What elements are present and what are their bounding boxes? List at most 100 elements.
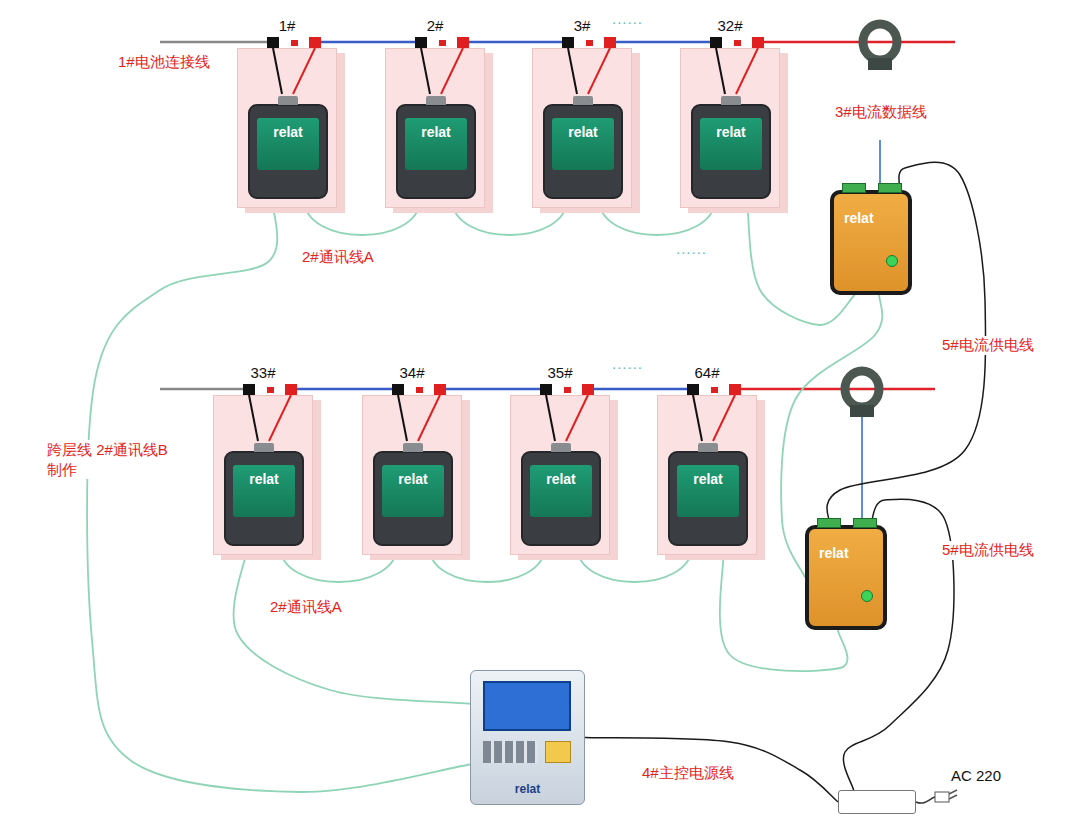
- cable-label: 3#电流数据线: [835, 103, 927, 122]
- cable-label: 2#通讯线A: [268, 598, 344, 617]
- pos-post: [752, 37, 764, 48]
- sense-wire: [546, 395, 555, 441]
- bus-wire: [321, 41, 415, 44]
- cable-label: 4#主控电源线: [640, 764, 736, 783]
- bus-wire: [160, 41, 267, 44]
- brand-logo: relat: [471, 782, 584, 796]
- neg-post: [415, 37, 427, 48]
- sense-wire: [588, 48, 610, 94]
- pos-post: [582, 384, 594, 395]
- current-collector: relat: [830, 190, 912, 295]
- pos-post: [729, 384, 741, 395]
- module-cap: [721, 96, 741, 105]
- cable-label: 2#通讯线A: [300, 248, 376, 267]
- battery-number: 34#: [363, 364, 461, 381]
- battery-number: 35#: [511, 364, 609, 381]
- sense-wire: [566, 395, 588, 441]
- sense-wire: [693, 395, 702, 441]
- power-adapter: AC 220: [838, 790, 916, 814]
- post-mark: [711, 387, 718, 393]
- cable-label: 1#电池连接线: [118, 53, 210, 72]
- neg-post: [243, 384, 255, 395]
- pos-post: [457, 37, 469, 48]
- terminal-block: [817, 518, 841, 528]
- top-bus: [160, 41, 955, 44]
- adapter-plug: [916, 790, 957, 803]
- sense-wire: [273, 48, 282, 94]
- brand-logo: relat: [257, 118, 319, 170]
- sense-wire: [418, 395, 440, 441]
- neg-post: [540, 384, 552, 395]
- battery-cell: 33#relat: [213, 395, 313, 555]
- neg-post: [710, 37, 722, 48]
- monitor-module: relat: [691, 104, 771, 199]
- lcd-screen: [483, 681, 571, 731]
- current-collector: relat: [805, 525, 887, 630]
- supply-label: AC 220: [951, 767, 1001, 784]
- terminal-block: [878, 183, 902, 193]
- monitor-module: relat: [521, 451, 601, 546]
- ellipsis-mark: ......: [612, 355, 643, 372]
- plug-cord: [916, 797, 935, 803]
- sense-wire: [736, 48, 758, 94]
- pos-post: [434, 384, 446, 395]
- sense-wire: [716, 48, 725, 94]
- brand-logo: relat: [405, 118, 467, 170]
- brand-logo: relat: [677, 465, 739, 517]
- neg-post: [392, 384, 404, 395]
- module-cap: [278, 96, 298, 105]
- bus-wire: [616, 41, 710, 44]
- sense-wire: [441, 48, 463, 94]
- current-sensor-base: [850, 405, 874, 417]
- post-mark: [439, 40, 446, 46]
- sense-wire: [398, 395, 407, 441]
- module-cap: [426, 96, 446, 105]
- bottom-posts: [243, 384, 741, 441]
- ellipsis-mark: ......: [676, 240, 707, 257]
- terminal-block: [842, 183, 866, 193]
- bus-wire: [594, 388, 687, 391]
- comm-cable: [87, 199, 470, 792]
- top-posts: [267, 37, 764, 94]
- brand-logo: relat: [700, 118, 762, 170]
- pos-post: [309, 37, 321, 48]
- neg-post: [562, 37, 574, 48]
- sense-wire: [293, 48, 315, 94]
- module-cap: [551, 443, 571, 452]
- monitor-module: relat: [396, 104, 476, 199]
- brand-logo: relat: [834, 194, 908, 226]
- pos-post: [285, 384, 297, 395]
- brand-logo: relat: [233, 465, 295, 517]
- status-led: [886, 255, 898, 267]
- post-mark: [267, 387, 274, 393]
- plug-prong: [949, 795, 957, 799]
- brand-logo: relat: [382, 465, 444, 517]
- sense-wire: [249, 395, 258, 441]
- sense-wire: [269, 395, 291, 441]
- neg-post: [687, 384, 699, 395]
- post-mark: [586, 40, 593, 46]
- brand-logo: relat: [530, 465, 592, 517]
- power-cable: [585, 738, 838, 803]
- bus-wire: [469, 41, 562, 44]
- brand-logo: relat: [809, 529, 883, 561]
- battery-cell: 64#relat: [657, 395, 757, 555]
- post-mark: [564, 387, 571, 393]
- battery-cell: 3#relat: [532, 48, 632, 208]
- battery-cell: 2#relat: [385, 48, 485, 208]
- post-mark: [291, 40, 298, 46]
- sense-wire: [421, 48, 430, 94]
- pos-post: [604, 37, 616, 48]
- current-sensor-ring: [863, 24, 897, 60]
- keypad: [483, 741, 538, 763]
- battery-number: 1#: [238, 17, 336, 34]
- module-cap: [254, 443, 274, 452]
- cable-label: 5#电流供电线: [940, 541, 1036, 560]
- status-led: [861, 590, 873, 602]
- keypad: [545, 741, 571, 763]
- module-cap: [403, 443, 423, 452]
- comm-cable: [234, 546, 470, 704]
- post-mark: [416, 387, 423, 393]
